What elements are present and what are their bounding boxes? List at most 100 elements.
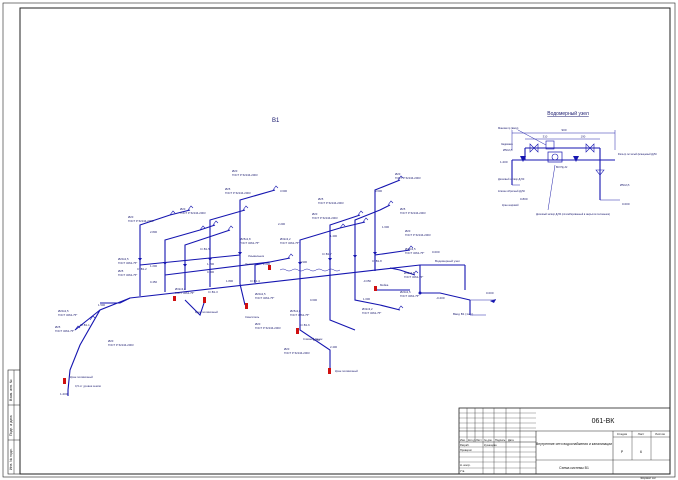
col-sign: Подпись bbox=[495, 438, 506, 442]
svg-text:Унитаз: Унитаз bbox=[245, 262, 255, 266]
fixture-marker bbox=[374, 286, 377, 291]
svg-text:2.800: 2.800 bbox=[150, 230, 157, 234]
svg-text:Ø20: Ø20 bbox=[255, 322, 261, 326]
meter-valve-3-icon bbox=[520, 156, 526, 162]
svg-text:Ст.В1-7: Ст.В1-7 bbox=[322, 252, 332, 256]
row-utv: Утв. bbox=[460, 469, 465, 473]
svg-text:ГОСТ 3262-75*: ГОСТ 3262-75* bbox=[175, 291, 195, 295]
fixture-marker bbox=[63, 378, 66, 384]
svg-text:ГОСТ 3262-75*: ГОСТ 3262-75* bbox=[58, 313, 78, 317]
svg-text:Ø25: Ø25 bbox=[225, 187, 231, 191]
svg-text:ГОСТ Р 52134-2003: ГОСТ Р 52134-2003 bbox=[318, 201, 344, 205]
row-prover: Проверил bbox=[460, 448, 472, 452]
inlet-elev3: 0.000 bbox=[486, 291, 494, 295]
meter-valve-left-label: Задвижка bbox=[501, 142, 513, 146]
svg-text:ГОСТ Р 52134-2003: ГОСТ Р 52134-2003 bbox=[225, 191, 251, 195]
row-razrab: Разраб. bbox=[460, 443, 470, 447]
svg-text:Ст.В1-1: Ст.В1-1 bbox=[80, 323, 90, 327]
meter-elev-a: 1.200 bbox=[500, 160, 508, 164]
svg-text:ГОСТ 3262-75*: ГОСТ 3262-75* bbox=[55, 329, 75, 333]
svg-text:Ø32х3,2: Ø32х3,2 bbox=[175, 287, 186, 291]
meter-filter-icon bbox=[595, 169, 605, 176]
svg-text:0.900: 0.900 bbox=[300, 260, 307, 264]
svg-text:0.700: 0.700 bbox=[313, 338, 320, 342]
svg-text:Ø20: Ø20 bbox=[128, 215, 134, 219]
svg-text:2.400: 2.400 bbox=[330, 345, 337, 349]
svg-text:Мойка: Мойка bbox=[380, 283, 389, 287]
meter-valve-2 bbox=[585, 143, 595, 153]
svg-text:1.400: 1.400 bbox=[330, 234, 337, 238]
svg-text:0.600: 0.600 bbox=[310, 298, 317, 302]
svg-text:ГОСТ 3262-75*: ГОСТ 3262-75* bbox=[290, 313, 310, 317]
svg-text:Умывальник: Умывальник bbox=[248, 254, 265, 258]
svg-text:ГОСТ 3262-75*: ГОСТ 3262-75* bbox=[405, 251, 425, 255]
svg-text:0.450: 0.450 bbox=[150, 280, 157, 284]
svg-text:ГОСТ 3262-75*: ГОСТ 3262-75* bbox=[404, 275, 424, 279]
sheets-label: Листов bbox=[655, 432, 665, 436]
svg-text:Ø25: Ø25 bbox=[55, 325, 61, 329]
svg-text:1.200: 1.200 bbox=[207, 262, 214, 266]
col-doc: № док. bbox=[484, 439, 493, 442]
pipe-spec-labels: Ø20 ГОСТ Р 52134-2003 Ø25 ГОСТ Р 52134-2… bbox=[55, 169, 431, 355]
fixture-marker bbox=[245, 303, 248, 309]
elevation-marks: 2.800 1.200 0.450 1.500 1.200 0.000 1.20… bbox=[98, 189, 389, 349]
developer-name: Кузнецова bbox=[484, 443, 497, 447]
fixture-marker bbox=[173, 296, 176, 301]
svg-text:ГОСТ Р 52134-2003: ГОСТ Р 52134-2003 bbox=[108, 343, 134, 347]
device-labels: Кран поливочный Кран поливочный Смесител… bbox=[70, 254, 389, 379]
fixture-marker bbox=[203, 297, 206, 303]
svg-text:Ø32х3,2: Ø32х3,2 bbox=[280, 237, 291, 241]
svg-text:ГОСТ Р 52134-2003: ГОСТ Р 52134-2003 bbox=[255, 326, 281, 330]
meter-pipe-a: Ø50х3,5 bbox=[503, 149, 513, 152]
valve-icons bbox=[138, 252, 377, 267]
svg-text:Ø25: Ø25 bbox=[318, 197, 324, 201]
row-nkontr: Н. контр. bbox=[460, 463, 471, 467]
svg-text:Ст.В1-3: Ст.В1-3 bbox=[208, 290, 218, 294]
svg-text:Ø20: Ø20 bbox=[108, 339, 114, 343]
system-label: В1 bbox=[272, 118, 280, 124]
svg-text:ГОСТ Р 52134-2003: ГОСТ Р 52134-2003 bbox=[284, 351, 310, 355]
inner-border bbox=[19, 7, 671, 475]
svg-text:Ст.В1-6: Ст.В1-6 bbox=[300, 323, 310, 327]
svg-text:Ст.В1-5: Ст.В1-5 bbox=[200, 247, 210, 251]
meter-dim-a: 310 bbox=[543, 135, 548, 139]
svg-text:Ø20: Ø20 bbox=[405, 229, 411, 233]
meter-filter-label: Фильтр сетчатый фланцевый Ду50 bbox=[618, 153, 657, 156]
svg-text:Сливной бачок: Сливной бачок bbox=[303, 337, 323, 341]
svg-text:ГОСТ 3262-75*: ГОСТ 3262-75* bbox=[400, 294, 420, 298]
col-kol: Кол.уч bbox=[468, 438, 476, 442]
meter-device bbox=[547, 151, 563, 163]
svg-text:0.000: 0.000 bbox=[207, 270, 214, 274]
sheet-value: 6 bbox=[640, 450, 642, 454]
bottom-elev: 1.200 bbox=[60, 392, 68, 396]
svg-text:ГОСТ Р 52134-2003: ГОСТ Р 52134-2003 bbox=[232, 173, 258, 177]
meter-manometer-label: Манометр (ввод) bbox=[498, 126, 518, 130]
title-block: Изм. Кол.уч Лист № док. Подпись Дата Раз… bbox=[458, 407, 671, 480]
svg-text:Кран поливочный: Кран поливочный bbox=[70, 375, 93, 379]
svg-text:ГОСТ Р 52134-2003: ГОСТ Р 52134-2003 bbox=[395, 176, 421, 180]
meter-dim-total: 900 bbox=[561, 128, 566, 132]
meter-title: Водомерный узел bbox=[547, 110, 589, 117]
meter-crane-label: Кран шаровой bbox=[502, 204, 519, 207]
fixture-marker bbox=[296, 328, 299, 334]
svg-text:Ст.В1-8: Ст.В1-8 bbox=[372, 259, 382, 263]
svg-text:Ø40х3,5: Ø40х3,5 bbox=[405, 247, 416, 251]
svg-text:Ст.В1-2: Ст.В1-2 bbox=[137, 267, 147, 271]
inlet-elev2: -0.200 bbox=[436, 296, 445, 300]
svg-text:1.800: 1.800 bbox=[226, 279, 233, 283]
svg-text:Смеситель: Смеситель bbox=[245, 315, 260, 319]
faucet-icons bbox=[74, 175, 419, 331]
meter-meter-label: ВСХНд-32 bbox=[556, 166, 568, 169]
svg-text:Ø20: Ø20 bbox=[180, 207, 186, 211]
svg-text:Ø20х2,5: Ø20х2,5 bbox=[58, 309, 69, 313]
svg-text:Ø32х3,2: Ø32х3,2 bbox=[362, 307, 373, 311]
meter-elev-b: 0.800 bbox=[520, 197, 528, 201]
strip-label-3: Взам. инв. № bbox=[9, 379, 13, 401]
doc-code: 061-ВК bbox=[592, 418, 616, 425]
main-schematic: Водомерный узел 0.000 -0.200 Ввод В1 (1ш… bbox=[55, 169, 496, 396]
svg-text:Ø25х2,8: Ø25х2,8 bbox=[290, 309, 301, 313]
svg-text:ГОСТ Р 52134-2003: ГОСТ Р 52134-2003 bbox=[312, 216, 338, 220]
svg-text:Кран поливочный: Кран поливочный bbox=[335, 369, 358, 373]
